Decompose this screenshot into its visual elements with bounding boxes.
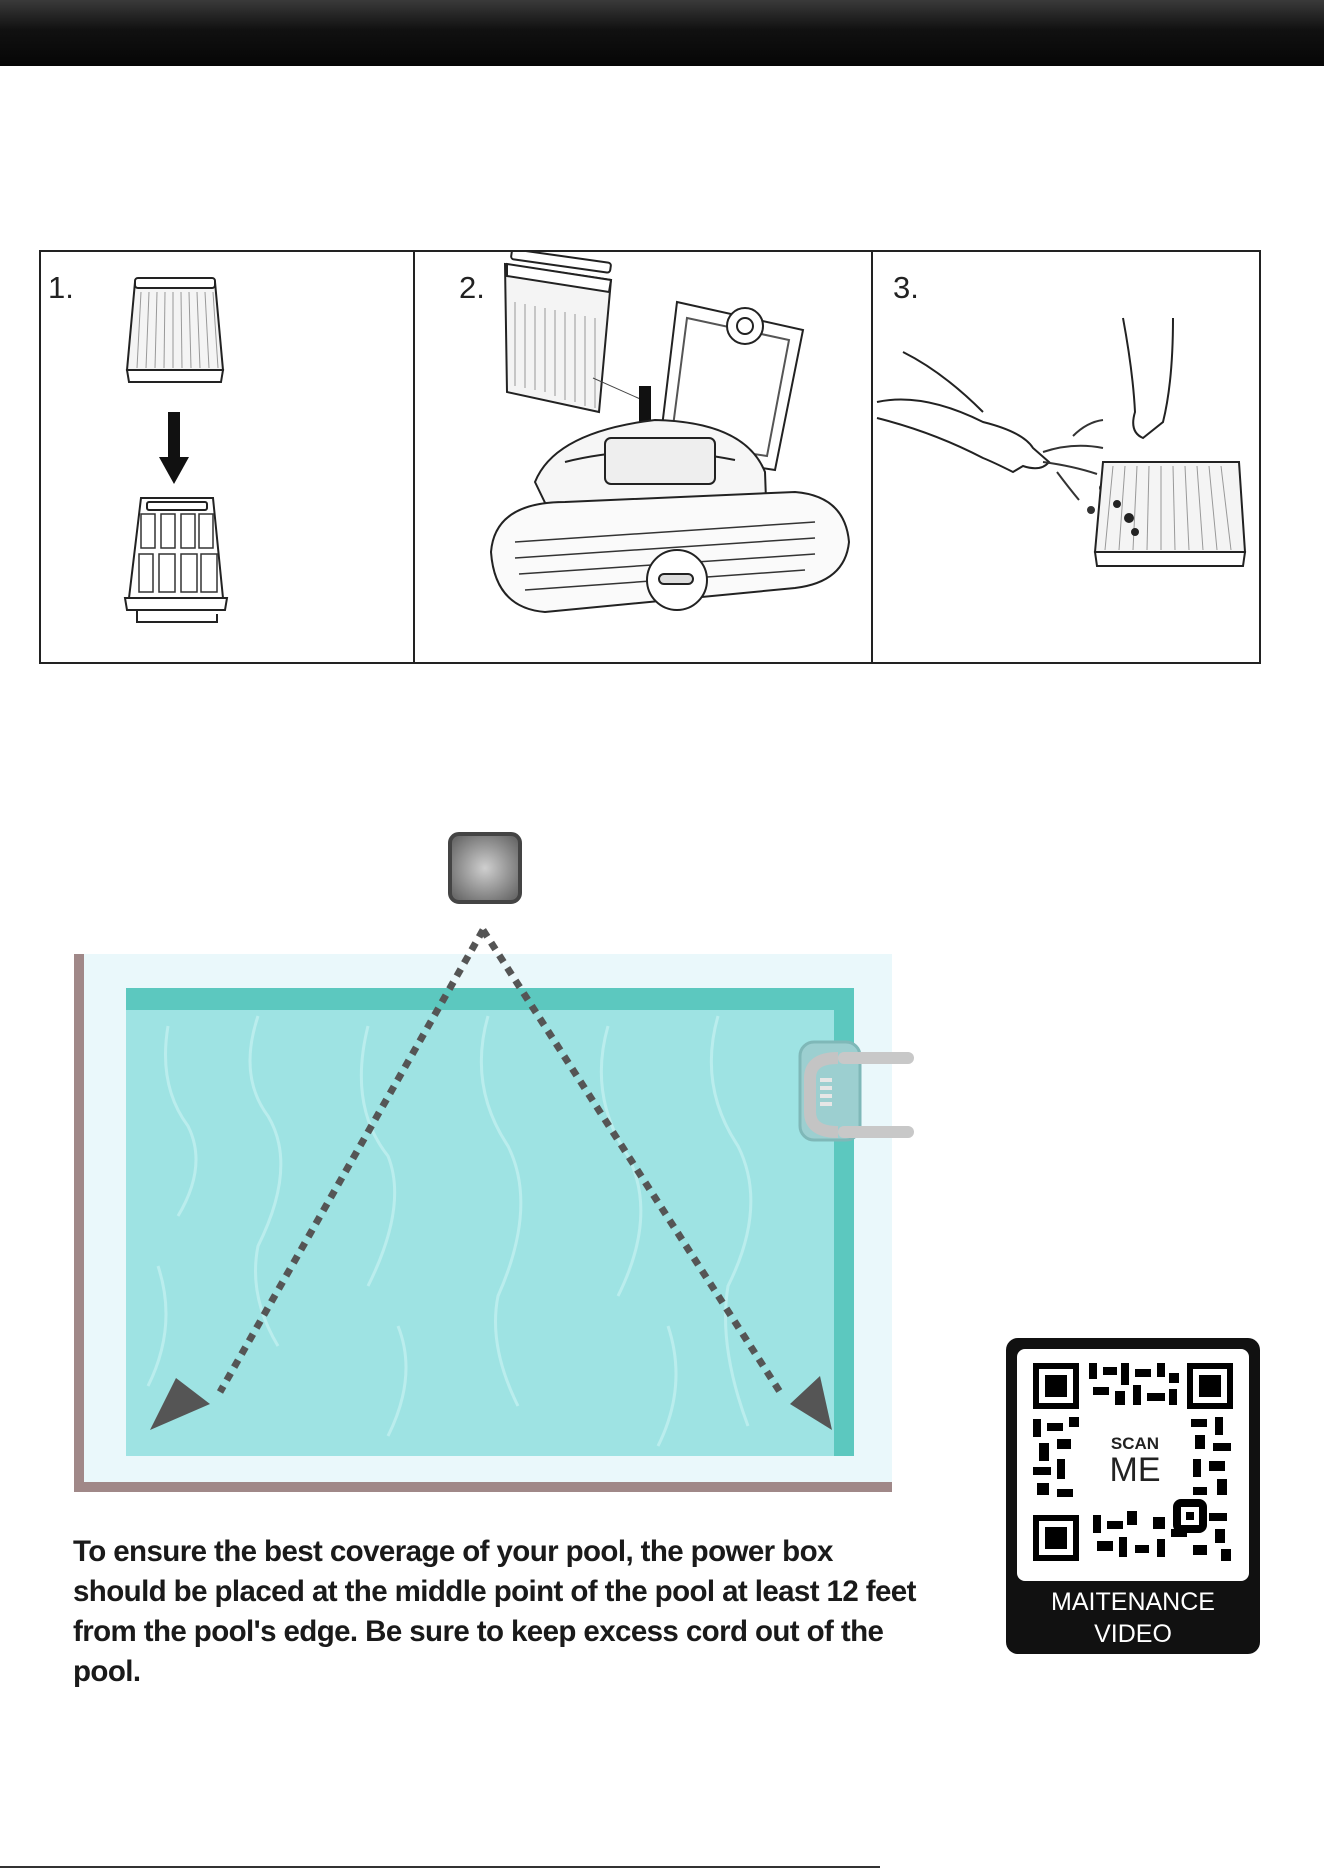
qr-code[interactable]: SCAN ME <box>1017 1349 1249 1581</box>
filter-steps-panel: 1. <box>39 250 1261 664</box>
filter-basket-icon <box>125 498 227 622</box>
step-1-panel: 1. <box>41 252 415 662</box>
qr-caption-line-1: MAITENANCE <box>1006 1586 1260 1618</box>
down-arrow-icon <box>159 412 189 484</box>
pool-ladder-icon <box>800 1042 914 1140</box>
me-label: ME <box>1110 1451 1161 1489</box>
placement-caption: To ensure the best coverage of your pool… <box>73 1532 933 1692</box>
pool-robot-icon <box>491 420 849 612</box>
step-2-panel: 2. <box>415 252 873 662</box>
pool-water <box>126 988 854 1456</box>
footer-rule <box>0 1866 880 1868</box>
power-box-icon <box>450 834 520 902</box>
qr-caption: MAITENANCE VIDEO <box>1006 1586 1260 1650</box>
robot-filter-illustration <box>415 252 871 662</box>
hand-icon <box>877 352 1049 472</box>
filter-insert-illustration <box>41 252 413 662</box>
filter-cartridge-icon <box>127 278 223 382</box>
clean-filter-illustration <box>873 252 1261 662</box>
step-3-panel: 3. <box>873 252 1261 662</box>
hand-icon <box>1123 318 1173 438</box>
header-bar <box>0 0 1324 66</box>
qr-card[interactable]: SCAN ME MAITENANCE VIDEO <box>1006 1338 1260 1654</box>
pool-coping <box>74 954 84 1490</box>
filter-cartridge-icon <box>1095 462 1245 566</box>
qr-code-icon: SCAN ME <box>1017 1349 1249 1581</box>
pool-placement-diagram <box>68 826 948 1496</box>
qr-caption-line-2: VIDEO <box>1006 1618 1260 1650</box>
filter-cartridge-icon <box>505 252 611 412</box>
